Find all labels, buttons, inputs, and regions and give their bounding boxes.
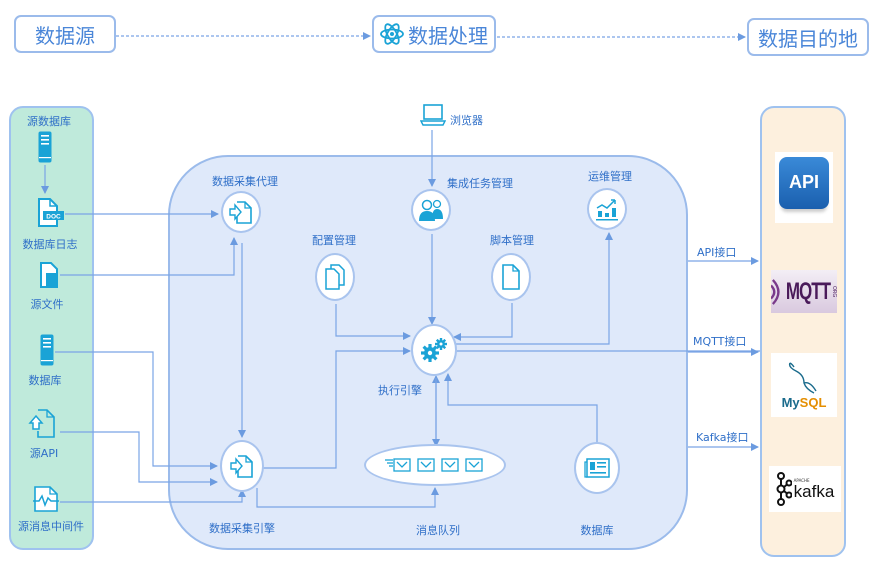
file-import-icon	[230, 455, 253, 478]
news-list-icon	[584, 458, 610, 478]
script-mgmt-label: 脚本管理	[490, 234, 534, 247]
kafka-logo: APACHE kafka	[769, 466, 841, 512]
source-file-label: 源文件	[30, 298, 64, 311]
mqtt-org-text: ORG	[831, 285, 837, 298]
documents-icon	[325, 264, 345, 290]
message-envelopes-icon	[385, 458, 483, 472]
collect-engine-node[interactable]	[220, 440, 264, 492]
config-mgmt-label: 配置管理	[312, 234, 356, 247]
script-file-icon	[502, 264, 520, 290]
ops-mgmt-label: 运维管理	[588, 170, 632, 183]
ops-mgmt-node[interactable]	[587, 188, 627, 230]
api-interface-label: API接口	[697, 246, 737, 259]
mqtt-logo-text: MQTT	[785, 277, 831, 305]
upload-file-icon	[28, 409, 55, 438]
kafka-interface-label: Kafka接口	[696, 431, 749, 444]
database-server-icon	[40, 334, 54, 366]
stage-process-label: 数据处理	[408, 23, 488, 48]
api-logo: API	[775, 152, 833, 223]
exec-engine-label: 执行引擎	[378, 384, 422, 397]
mqtt-wave-icon	[771, 278, 780, 305]
message-queue-node[interactable]	[364, 444, 506, 486]
kafka-logo-text: kafka	[793, 482, 835, 501]
kafka-apache-text: APACHE	[793, 478, 810, 483]
database-node[interactable]	[574, 442, 620, 494]
browser-label: 浏览器	[450, 114, 483, 127]
dolphin-icon	[788, 361, 817, 394]
gears-icon	[421, 338, 447, 362]
mysql-sql-text: SQL	[799, 394, 827, 410]
mysql-my-text: My	[781, 394, 800, 410]
task-mgmt-label: 集成任务管理	[447, 177, 513, 190]
database-label: 数据库	[28, 374, 62, 387]
script-mgmt-node[interactable]	[491, 253, 531, 301]
doc-file-icon: DOC	[38, 198, 64, 227]
collect-agent-node[interactable]	[221, 191, 261, 233]
source-db-label: 源数据库	[27, 115, 71, 128]
stage-process: 数据处理	[372, 15, 496, 53]
stage-destination: 数据目的地	[747, 18, 869, 56]
chart-trend-icon	[596, 199, 618, 221]
collect-engine-label: 数据采集引擎	[209, 522, 275, 535]
mqtt-logo: MQTT ORG	[771, 270, 837, 313]
laptop-icon	[420, 104, 446, 126]
server-icon	[38, 131, 52, 163]
stage-destination-label: 数据目的地	[758, 26, 858, 51]
db-log-label: 数据库日志	[22, 238, 78, 251]
processing-database-label: 数据库	[580, 524, 614, 537]
task-mgmt-node[interactable]	[411, 189, 451, 231]
kafka-nodes-icon	[776, 472, 792, 506]
collect-agent-label: 数据采集代理	[212, 175, 278, 188]
file-icon	[40, 262, 58, 288]
pulse-file-icon	[33, 486, 59, 512]
source-mq-label: 源消息中间件	[18, 520, 84, 533]
atom-icon	[380, 23, 404, 45]
mysql-logo: MySQL	[771, 353, 837, 417]
doc-badge-text: DOC	[46, 214, 61, 221]
file-import-icon	[229, 201, 252, 224]
config-mgmt-node[interactable]	[315, 253, 355, 301]
api-logo-text: API	[788, 172, 819, 192]
message-queue-label: 消息队列	[416, 524, 460, 537]
stage-source-label: 数据源	[35, 23, 95, 48]
users-icon	[419, 199, 443, 221]
exec-engine-node[interactable]	[411, 324, 457, 376]
source-api-label: 源API	[29, 447, 59, 460]
stage-source: 数据源	[14, 15, 116, 53]
mqtt-interface-label: MQTT接口	[693, 335, 747, 348]
source-panel	[9, 106, 94, 550]
